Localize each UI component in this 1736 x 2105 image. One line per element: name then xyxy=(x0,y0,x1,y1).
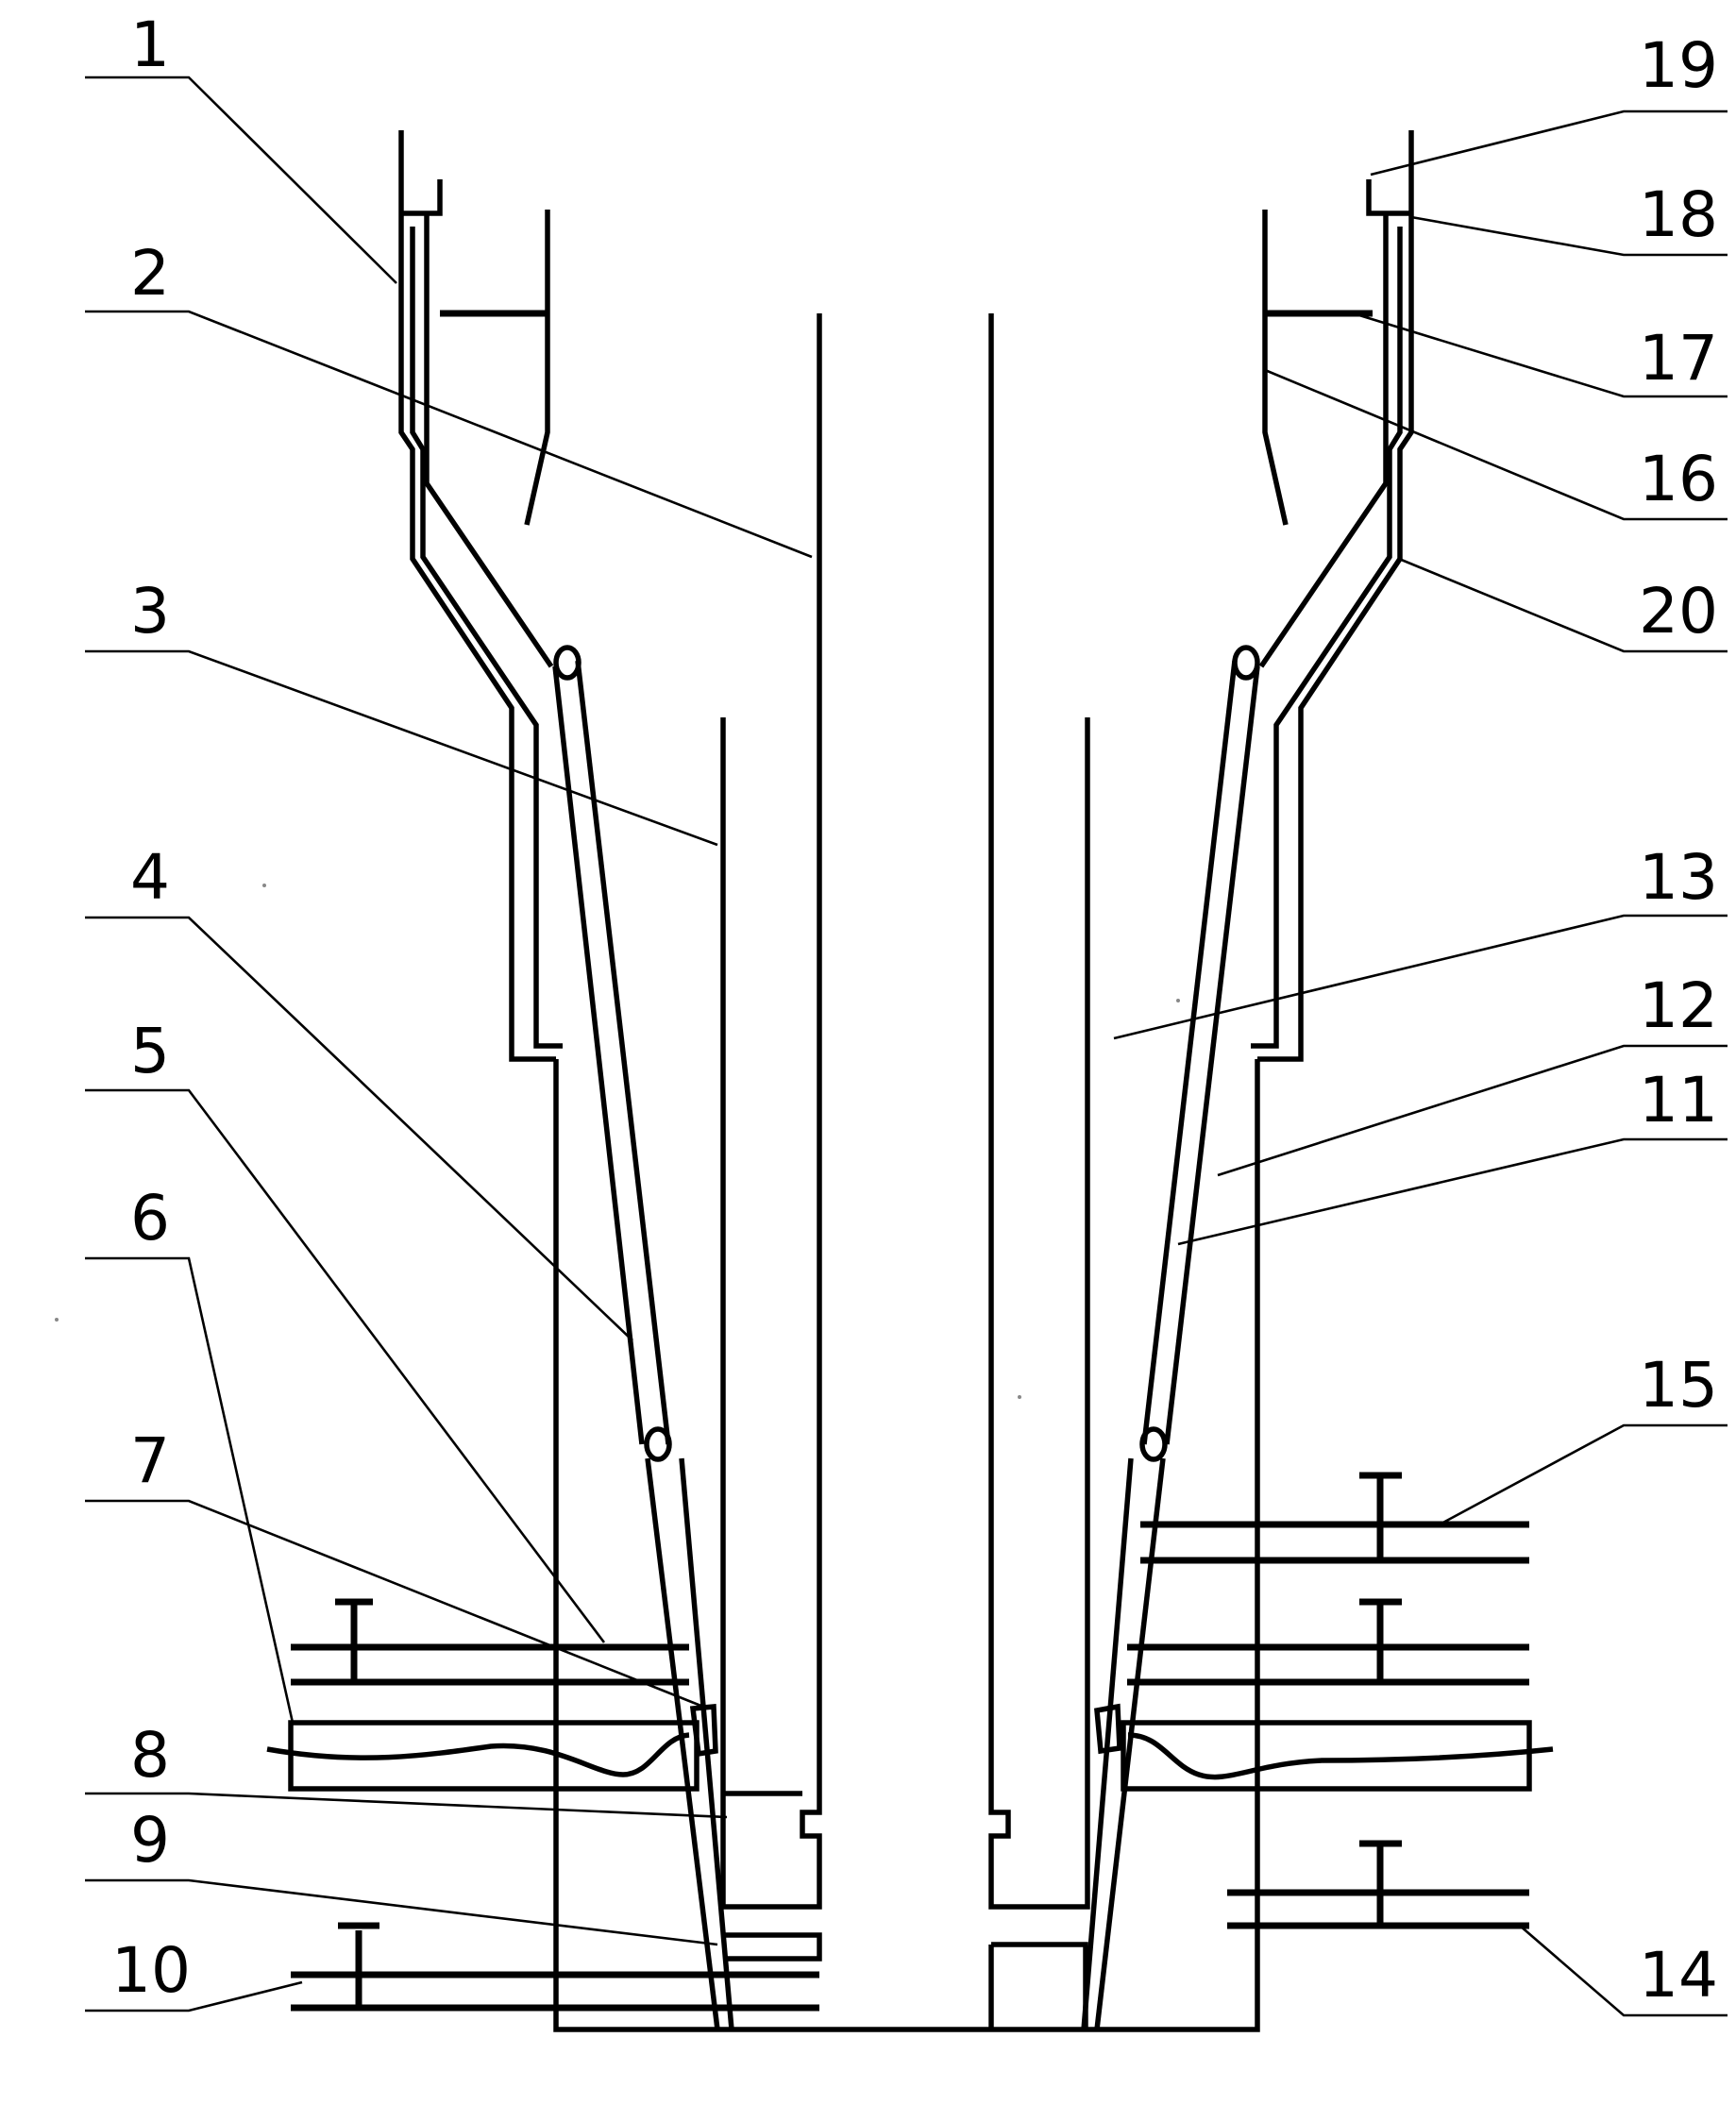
right-hopper-assembly xyxy=(1251,130,1414,1062)
label-9: 9 xyxy=(130,1804,170,1877)
label-16: 16 xyxy=(1639,443,1718,515)
label-7: 7 xyxy=(130,1424,170,1497)
label-17: 17 xyxy=(1639,322,1718,395)
label-12: 12 xyxy=(1639,969,1718,1042)
scan-specks xyxy=(55,884,1180,1399)
label-11: 11 xyxy=(1639,1064,1718,1137)
label-4: 4 xyxy=(130,841,170,914)
leader-lines xyxy=(85,76,1728,2017)
label-group-right: 19 18 17 16 20 13 12 11 15 14 xyxy=(1639,29,1718,2012)
left-hopper-assembly xyxy=(398,130,563,1062)
label-6: 6 xyxy=(130,1182,170,1255)
label-19: 19 xyxy=(1639,29,1718,102)
label-14: 14 xyxy=(1639,1939,1718,2012)
left-plate-stack xyxy=(266,1598,822,2012)
label-13: 13 xyxy=(1639,841,1718,914)
label-3: 3 xyxy=(130,575,170,648)
left-inner-pipe xyxy=(720,313,822,1910)
left-swing-rod xyxy=(552,645,734,2030)
left-lower-column xyxy=(553,1059,1260,2032)
label-5: 5 xyxy=(130,1015,170,1087)
label-2: 2 xyxy=(130,237,170,310)
label-10: 10 xyxy=(111,1934,191,2007)
label-8: 8 xyxy=(130,1719,170,1792)
label-18: 18 xyxy=(1639,178,1718,251)
label-20: 20 xyxy=(1639,575,1718,648)
label-1: 1 xyxy=(130,8,170,81)
center-pipe xyxy=(988,313,1090,2029)
right-plate-stack xyxy=(1094,1472,1554,1929)
label-group-left: 1 2 3 4 5 6 7 8 9 10 xyxy=(111,8,191,2007)
right-swing-rod xyxy=(1081,645,1260,2030)
label-15: 15 xyxy=(1639,1349,1718,1422)
